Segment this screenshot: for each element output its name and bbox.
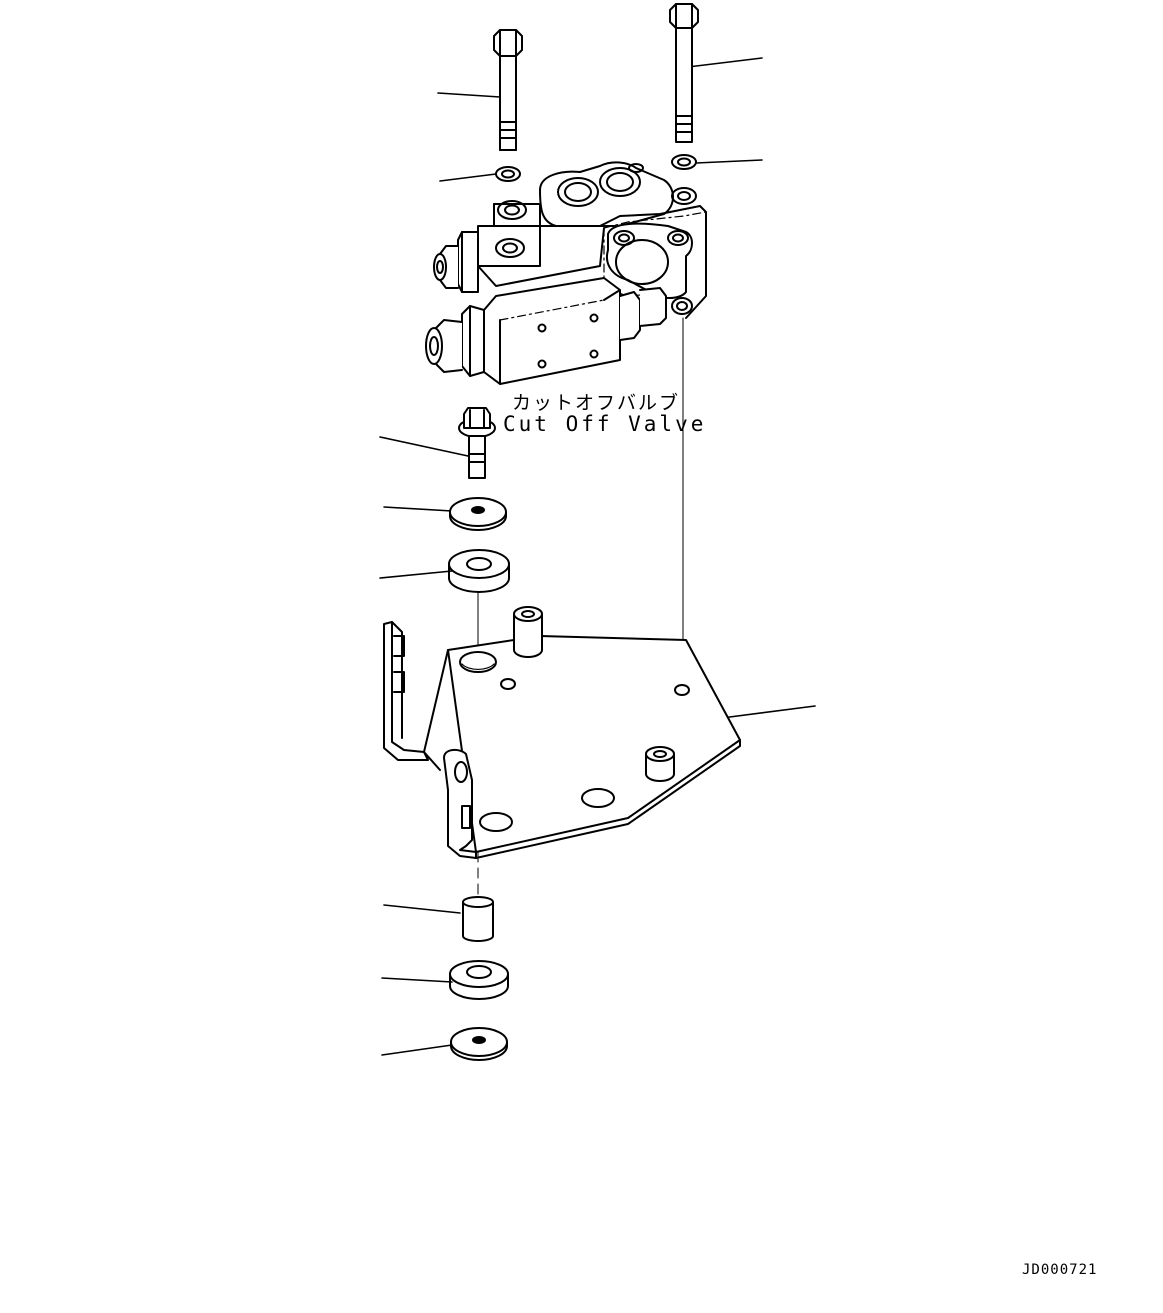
leader-lines [379, 57, 816, 1056]
callout-label-english: Cut Off Valve [503, 412, 707, 436]
callout-label-japanese: カットオフバルブ [512, 392, 681, 414]
washer-flat-upper [449, 497, 507, 531]
drawing-code: JD000721 [1022, 1262, 1098, 1278]
cushion-rubber-upper [448, 549, 510, 593]
mounting-bracket [383, 606, 741, 859]
washer-small-right [671, 154, 697, 170]
bolt-long-left [493, 29, 523, 151]
washer-small-left [495, 166, 521, 182]
cushion-rubber-lower [449, 960, 509, 1000]
flange-bolt [458, 407, 496, 479]
bolt-long-right [669, 3, 699, 143]
cut-off-valve [425, 161, 707, 385]
collar [462, 896, 494, 942]
washer-flat-lower [450, 1027, 508, 1061]
